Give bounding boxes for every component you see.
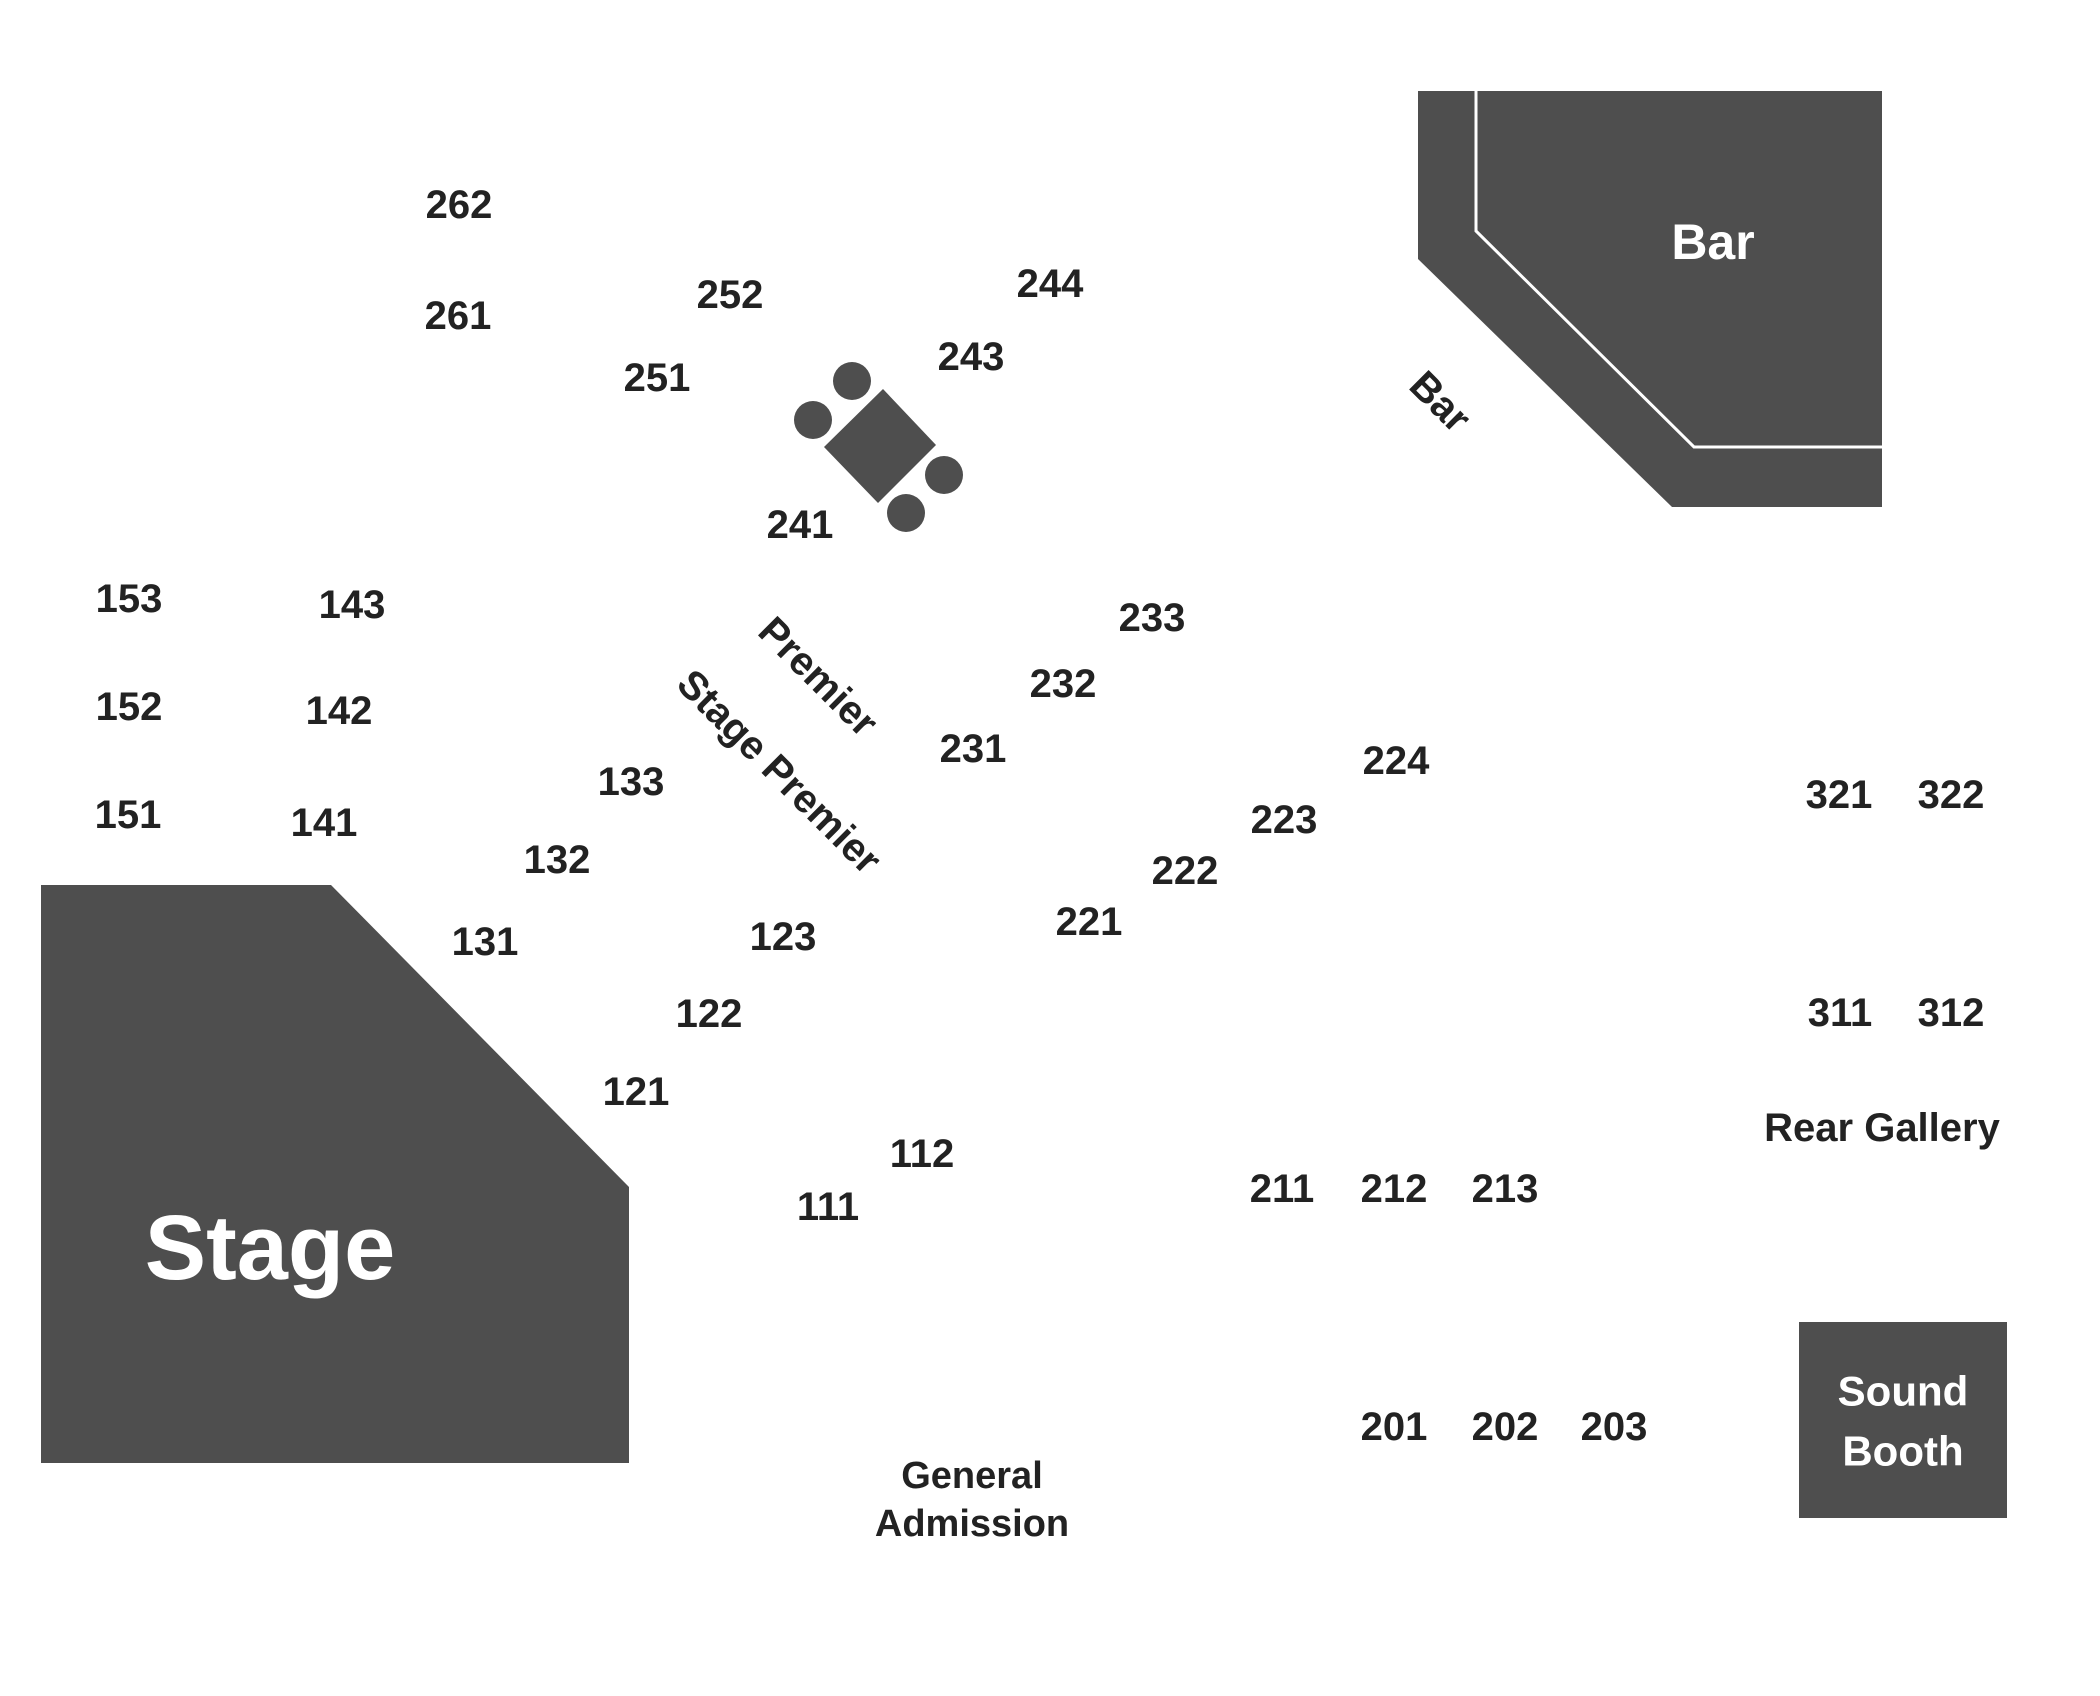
section-112[interactable]: 112: [890, 1132, 955, 1176]
section-243[interactable]: 243: [938, 335, 1005, 379]
section-231[interactable]: 231: [940, 727, 1007, 771]
premier-label: Premier: [750, 609, 886, 745]
section-133[interactable]: 133: [598, 760, 665, 804]
section-143[interactable]: 143: [319, 583, 386, 627]
section-221[interactable]: 221: [1056, 900, 1123, 944]
stage-area: Stage: [41, 885, 629, 1463]
section-203[interactable]: 203: [1581, 1405, 1648, 1449]
rear-gallery-label: Rear Gallery: [1764, 1106, 2000, 1150]
section-244[interactable]: 244: [1017, 262, 1084, 306]
general-admission-label-line1: General: [901, 1455, 1043, 1497]
bar-block-label: Bar: [1671, 214, 1754, 270]
section-311[interactable]: 311: [1808, 991, 1873, 1035]
section-202[interactable]: 202: [1472, 1405, 1539, 1449]
section-152[interactable]: 152: [96, 685, 163, 729]
section-211[interactable]: 211: [1250, 1167, 1315, 1211]
section-141[interactable]: 141: [291, 801, 358, 845]
section-232[interactable]: 232: [1030, 662, 1097, 706]
section-233[interactable]: 233: [1119, 596, 1186, 640]
sound-booth-label-line1: Sound: [1838, 1368, 1969, 1415]
section-122[interactable]: 122: [676, 992, 743, 1036]
section-252[interactable]: 252: [697, 273, 764, 317]
section-261[interactable]: 261: [425, 294, 492, 338]
section-111[interactable]: 111: [797, 1185, 859, 1229]
table-with-chairs-icon: [794, 362, 963, 532]
section-251[interactable]: 251: [624, 356, 691, 400]
sound-booth: Sound Booth: [1799, 1322, 2007, 1518]
section-321[interactable]: 321: [1806, 773, 1873, 817]
section-153[interactable]: 153: [96, 577, 163, 621]
section-131[interactable]: 131: [452, 920, 519, 964]
bar-area: Bar: [1418, 91, 1882, 507]
bar-rail-label: Bar: [1401, 363, 1479, 441]
section-312[interactable]: 312: [1918, 991, 1985, 1035]
section-132[interactable]: 132: [524, 838, 591, 882]
section-123[interactable]: 123: [750, 915, 817, 959]
section-142[interactable]: 142: [306, 689, 373, 733]
section-201[interactable]: 201: [1361, 1405, 1428, 1449]
section-262[interactable]: 262: [426, 183, 493, 227]
general-admission-label-line2: Admission: [875, 1503, 1069, 1545]
stage-label: Stage: [145, 1197, 396, 1299]
section-322[interactable]: 322: [1918, 773, 1985, 817]
section-241[interactable]: 241: [767, 503, 834, 547]
section-151[interactable]: 151: [95, 793, 162, 837]
sound-booth-label-line2: Booth: [1842, 1428, 1963, 1475]
section-223[interactable]: 223: [1251, 798, 1318, 842]
section-121[interactable]: 121: [603, 1070, 670, 1114]
section-213[interactable]: 213: [1472, 1167, 1539, 1211]
section-212[interactable]: 212: [1361, 1167, 1428, 1211]
section-222[interactable]: 222: [1152, 849, 1219, 893]
section-224[interactable]: 224: [1363, 739, 1430, 783]
